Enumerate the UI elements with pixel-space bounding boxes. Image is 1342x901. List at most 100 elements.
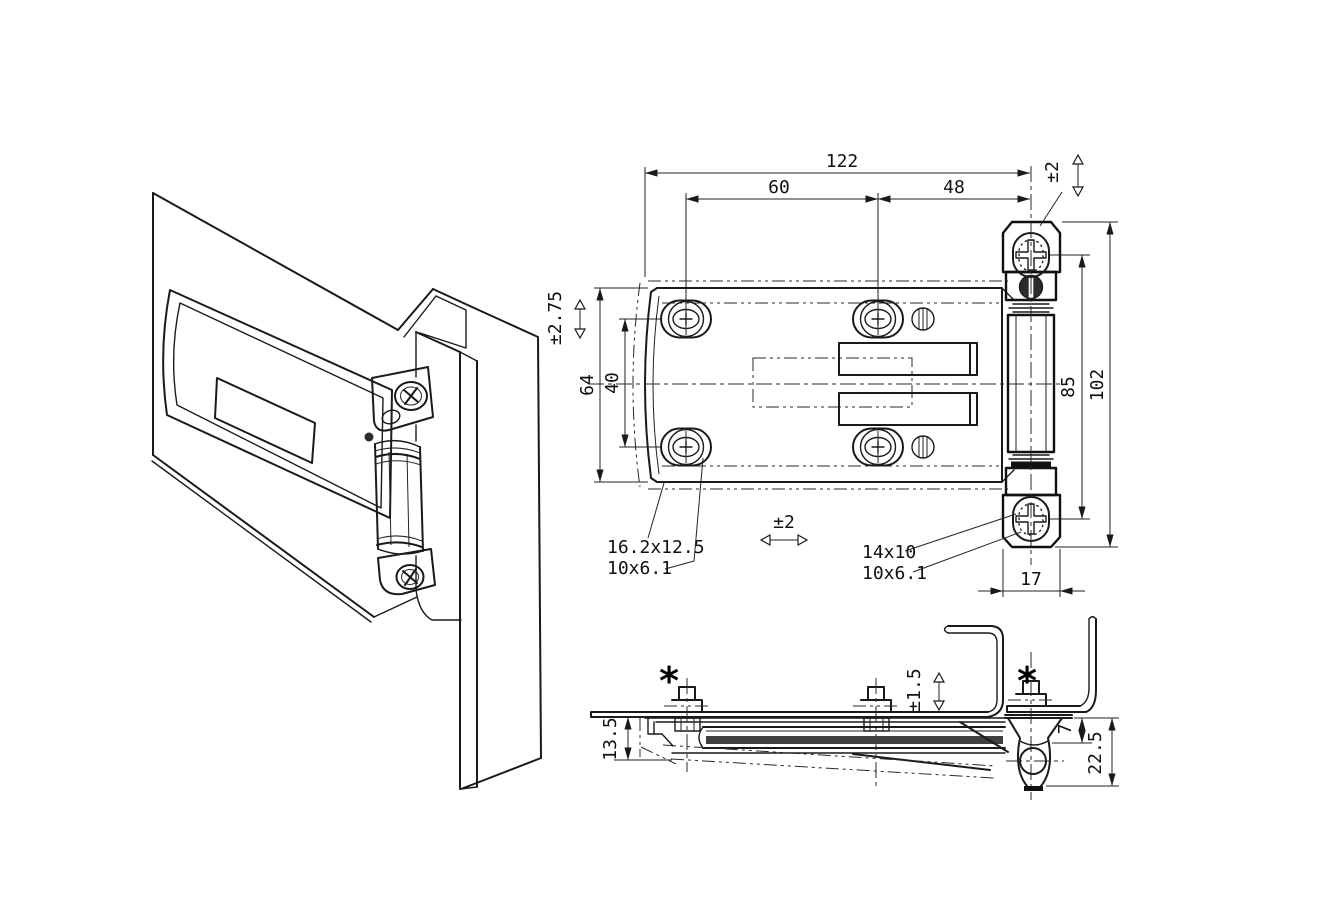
dim-48: 48 [943, 177, 965, 198]
nut-left-detail [680, 718, 695, 731]
bolt-left [664, 678, 710, 772]
left-step [647, 717, 674, 747]
plate-outline [656, 287, 1003, 483]
door-phantom-outline [632, 280, 1008, 490]
adjust-arrow-vertical-icon [1071, 153, 1085, 198]
strip-top-side [459, 351, 478, 362]
barrel-top-cap [374, 439, 421, 448]
bracket-outline [1007, 717, 1063, 791]
channel-inner [419, 295, 467, 349]
leaf-bar-end [698, 726, 704, 749]
side-view-dimensions: 13.5 ±1.5 7 22.5 [600, 668, 1119, 787]
star-marker-right: * [1017, 659, 1037, 703]
strip-bottom-edge [460, 757, 542, 790]
door-panel-section [590, 625, 1004, 718]
panel-top-edge [152, 192, 399, 331]
barrel-ring-4 [376, 541, 423, 548]
top-view: 122 60 48 ±2 64 40 ±2.75 [545, 151, 1118, 597]
dim-122: 122 [826, 151, 859, 172]
isometric-view [151, 192, 542, 790]
strip-bottom-cap [459, 786, 478, 790]
hidden-slot-rect [752, 357, 913, 408]
panel-bottom-edge [152, 454, 375, 618]
side-view: * * [590, 616, 1119, 800]
slot-upper [838, 342, 978, 376]
frame-web-inner [1079, 618, 1090, 707]
adjust-arrow-horizontal-icon [759, 533, 809, 547]
door-panel [151, 192, 418, 623]
mounting-bolts: * * [659, 652, 1054, 800]
phillips-cross-icon [1015, 503, 1047, 535]
bottom-bracket [377, 548, 436, 596]
plate-left-inner-curve [652, 295, 660, 475]
note-slot-a2: 10x6.1 [607, 558, 672, 579]
bracket-slot-hole [381, 409, 401, 425]
tol-pm275: ±2.75 [545, 291, 566, 345]
note-slot-b2: 10x6.1 [862, 563, 927, 584]
tol-pm2-bottom: ±2 [773, 512, 795, 533]
screw-slot [918, 308, 928, 330]
hole-centerlines-v [685, 431, 879, 463]
ext-lines-135 [614, 716, 672, 761]
fold-inner [403, 295, 437, 338]
panel-bottom-thickness [151, 460, 372, 623]
phillips-cross-icon [402, 568, 418, 586]
bottom-screw-head [395, 564, 425, 590]
dim-13-5: 13.5 [600, 717, 621, 760]
top-screw-ring [400, 386, 422, 406]
barrel-ring-dark [375, 453, 421, 460]
dim-17: 17 [1020, 569, 1042, 590]
top-view-dimensions: 122 60 48 ±2 64 40 ±2.75 [545, 151, 1118, 597]
back-top-edge [471, 306, 539, 338]
strip-bottom-fold [415, 589, 462, 621]
plate-phantom-lines [662, 302, 1002, 467]
bracket-section [1004, 714, 1073, 791]
leaf-diagonals [852, 721, 1009, 771]
fold-outer [947, 625, 1004, 718]
inset-bevel [172, 302, 384, 509]
barrel-ring-2 [375, 460, 422, 466]
fold-outer [397, 288, 434, 331]
phantom-swing-lines [662, 744, 997, 779]
adjust-arrow-vertical-icon [932, 671, 946, 712]
hinge-flange-section [639, 717, 1009, 779]
panel-sheet [590, 711, 989, 718]
phillips-cross-icon [403, 387, 419, 405]
leaf-bar [702, 726, 1006, 749]
slot-lower [838, 392, 978, 426]
barrel-plan [1006, 313, 1056, 454]
note-slot-b1: 14x10 [862, 542, 916, 563]
bolt-middle [853, 678, 899, 788]
pin-end-dot [364, 432, 374, 442]
hinge-plate [644, 287, 1015, 483]
nut-middle-detail [869, 718, 884, 731]
screw-slot [918, 436, 928, 458]
inset-window [214, 377, 316, 464]
tol-pm2-top: ±2 [1042, 161, 1063, 183]
bolt-right [1008, 652, 1054, 800]
dim-7: 7 [1055, 724, 1076, 735]
barrel-ring-3 [376, 535, 423, 542]
leader-slot-a1 [647, 482, 665, 539]
phillips-cross-icon [1015, 239, 1047, 271]
plate-left-curve [644, 287, 658, 483]
back-right-edge [537, 336, 542, 759]
handle-inset [162, 289, 393, 519]
frame-section [1006, 616, 1097, 713]
flange-lines [644, 717, 1006, 723]
leader-pm2 [1039, 191, 1063, 227]
top-screw-head [394, 381, 428, 411]
note-slot-a1: 16.2x12.5 [607, 537, 705, 558]
phantom-step [639, 718, 677, 765]
strip-top-edge [415, 331, 461, 353]
fold-end-cap [943, 625, 949, 634]
pillar-bottom-block [1001, 493, 1062, 549]
dim-40: 40 [602, 372, 623, 394]
bumper-pad [1024, 786, 1043, 791]
barrel-shading [388, 451, 410, 548]
frame-web-outer [1085, 618, 1097, 713]
boss-neck-arc [1019, 740, 1049, 746]
dim-22-5: 22.5 [1085, 731, 1106, 774]
hole-obround [852, 427, 904, 467]
